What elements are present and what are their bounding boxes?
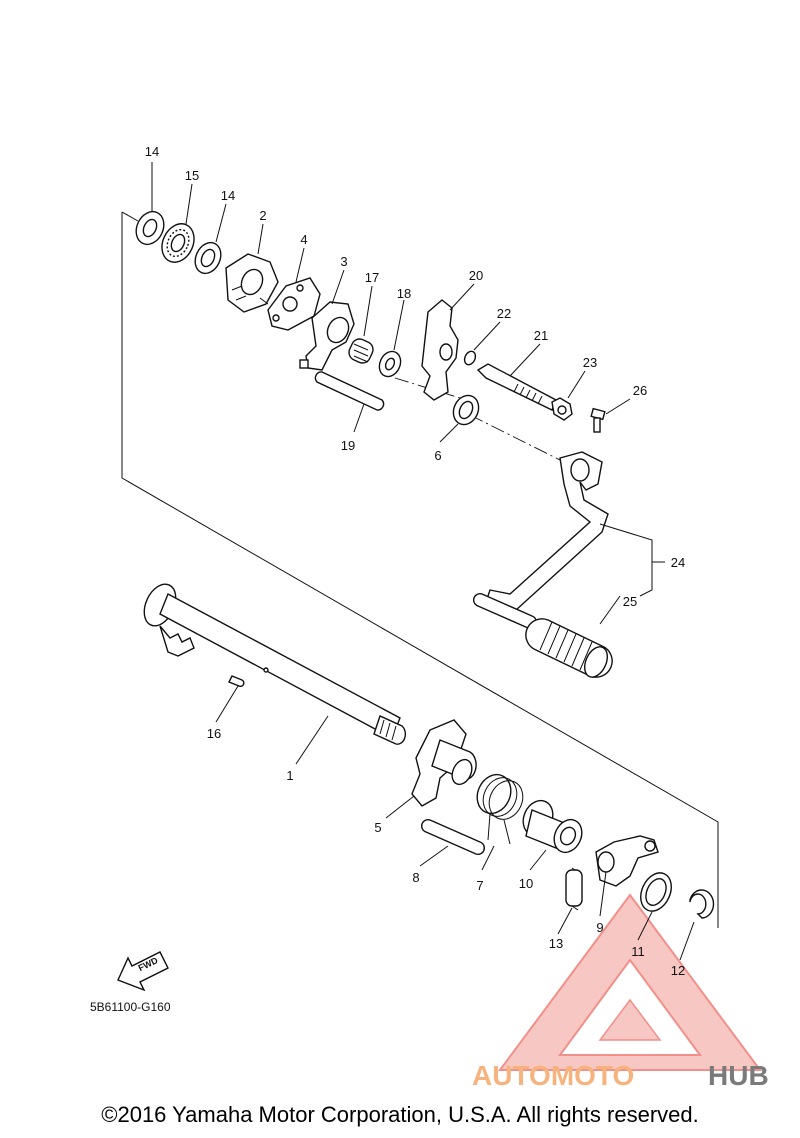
callout-22: 22 xyxy=(497,306,511,321)
watermark-triangle xyxy=(498,893,762,1071)
part-13-spring xyxy=(565,867,583,911)
callout-24: 24 xyxy=(671,555,685,570)
callout-3: 3 xyxy=(340,254,347,269)
watermark-logo: AUTOMOTO HUB xyxy=(472,1060,769,1091)
callout-19: 19 xyxy=(341,438,355,453)
watermark-text-b: HUB xyxy=(708,1060,769,1091)
part-3-lever xyxy=(299,301,355,371)
part-14-washer-top xyxy=(135,210,165,246)
callout-14-top: 14 xyxy=(145,144,159,159)
part-19-pin xyxy=(314,371,385,411)
callout-labels: 14 15 14 2 4 3 17 18 20 22 21 23 26 19 6… xyxy=(145,144,685,978)
part-1-shift-shaft xyxy=(143,583,407,745)
assembly-frame xyxy=(121,211,719,928)
callout-13: 13 xyxy=(549,936,563,951)
callout-5: 5 xyxy=(374,820,381,835)
leader-lines xyxy=(151,162,695,961)
watermark-text-a: AUTOMOTO xyxy=(472,1060,634,1091)
callout-2: 2 xyxy=(259,208,266,223)
part-6-seal xyxy=(452,394,480,426)
copyright-notice: ©2016 Yamaha Motor Corporation, U.S.A. A… xyxy=(101,1102,699,1127)
callout-15: 15 xyxy=(185,168,199,183)
part-7-spring xyxy=(476,773,524,845)
part-8-pin xyxy=(420,818,486,856)
part-5-shift-arm xyxy=(411,719,477,807)
part-9-arm xyxy=(595,835,659,887)
callout-6: 6 xyxy=(434,448,441,463)
part-26-bolt xyxy=(590,407,606,433)
diagram-code: 5B61100-G160 xyxy=(90,1000,171,1014)
callout-1: 1 xyxy=(286,768,293,783)
callout-16: 16 xyxy=(207,726,221,741)
callout-7: 7 xyxy=(476,878,483,893)
part-18-washer xyxy=(378,350,402,378)
part-10-collar xyxy=(522,799,583,854)
part-14-washer-second xyxy=(194,241,222,275)
callout-26: 26 xyxy=(633,383,647,398)
part-22-ring xyxy=(463,350,477,366)
callout-14-second: 14 xyxy=(221,188,235,203)
callout-8: 8 xyxy=(412,870,419,885)
part-23-nut xyxy=(551,397,573,421)
part-20-stopper xyxy=(421,299,459,401)
callout-18: 18 xyxy=(397,286,411,301)
part-16-pin xyxy=(228,667,269,688)
callout-4: 4 xyxy=(300,232,307,247)
callout-25: 25 xyxy=(623,594,637,609)
part-21-bolt xyxy=(476,363,557,411)
part-17-spring xyxy=(348,338,374,364)
callout-20: 20 xyxy=(469,268,483,283)
part-15-bearing xyxy=(161,223,195,263)
callout-12: 12 xyxy=(671,963,685,978)
callout-21: 21 xyxy=(534,328,548,343)
callout-10: 10 xyxy=(519,876,533,891)
part-2-segment xyxy=(225,253,279,313)
part-25-pedal-rubber xyxy=(525,618,613,678)
part-12-circlip xyxy=(689,889,715,919)
callout-17: 17 xyxy=(365,270,379,285)
part-4-plate xyxy=(267,277,321,331)
callout-9: 9 xyxy=(596,920,603,935)
part-24-shift-pedal xyxy=(472,451,609,630)
fwd-arrow-icon: FWD xyxy=(117,951,169,992)
callout-23: 23 xyxy=(583,355,597,370)
callout-11: 11 xyxy=(631,944,645,959)
part-11-washer xyxy=(640,872,672,912)
